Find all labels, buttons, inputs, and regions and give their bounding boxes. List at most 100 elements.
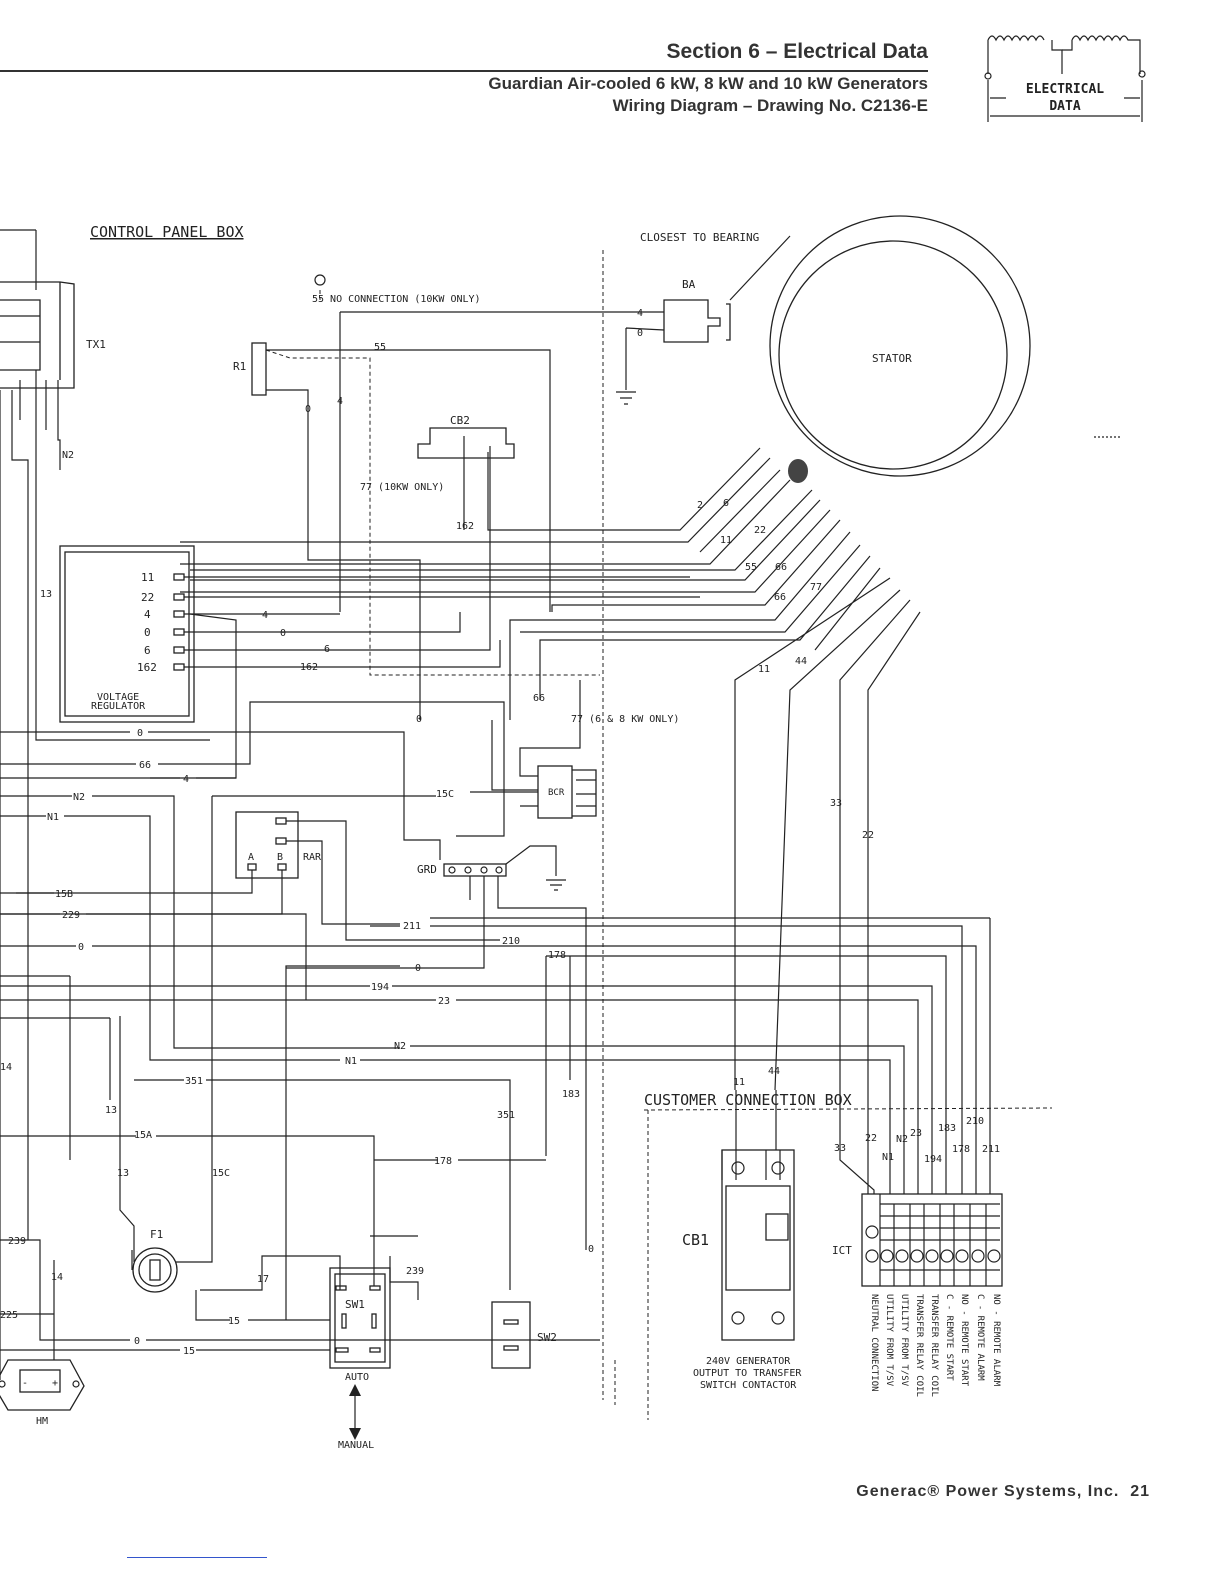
- svg-text:N1: N1: [47, 812, 59, 823]
- svg-text:23: 23: [438, 996, 450, 1007]
- svg-text:210: 210: [502, 936, 520, 947]
- svg-text:SW2: SW2: [537, 1331, 557, 1344]
- svg-text:14: 14: [0, 1062, 12, 1073]
- svg-text:2: 2: [697, 500, 703, 511]
- svg-text:15: 15: [228, 1316, 240, 1327]
- svg-text:TRANSFER RELAY COIL: TRANSFER RELAY COIL: [929, 1294, 939, 1397]
- svg-text:4: 4: [262, 610, 268, 621]
- svg-text:6: 6: [324, 644, 330, 655]
- svg-text:TRANSFER RELAY COIL: TRANSFER RELAY COIL: [914, 1294, 924, 1397]
- svg-text:15A: 15A: [134, 1130, 152, 1141]
- bottom-rule: [127, 1557, 267, 1558]
- ict-function-labels: NEUTRAL CONNECTION UTILITY FROM T/SV UTI…: [869, 1294, 1001, 1397]
- only-10kw-label: 77 (10KW ONLY): [360, 482, 444, 493]
- svg-text:44: 44: [795, 656, 807, 667]
- svg-text:17: 17: [257, 1274, 269, 1285]
- svg-text:162: 162: [300, 662, 318, 673]
- svg-text:183: 183: [938, 1123, 956, 1134]
- svg-text:+: +: [52, 1378, 58, 1389]
- svg-text:0: 0: [637, 328, 643, 339]
- svg-text:BA: BA: [682, 278, 696, 291]
- svg-text:22: 22: [141, 591, 154, 604]
- svg-text:B: B: [277, 852, 283, 863]
- logo-text-1: ELECTRICAL: [1026, 82, 1104, 97]
- svg-text:0: 0: [137, 728, 143, 739]
- stator: STATOR: [769, 215, 1031, 483]
- svg-text:ICT: ICT: [832, 1244, 852, 1257]
- rar-relay: A B RAR: [0, 796, 500, 1236]
- svg-text:11: 11: [758, 664, 770, 675]
- svg-text:0: 0: [416, 714, 422, 725]
- resistor-r1: R1: [233, 290, 600, 720]
- section-title: Section 6 – Electrical Data: [666, 40, 928, 63]
- svg-text:66: 66: [139, 760, 151, 771]
- svg-text:239: 239: [8, 1236, 26, 1247]
- logo-text-2: DATA: [1049, 99, 1080, 114]
- svg-text:22: 22: [865, 1133, 877, 1144]
- svg-text:0: 0: [305, 404, 311, 415]
- svg-text:66: 66: [775, 562, 787, 573]
- subtitle-line-1: Guardian Air-cooled 6 kW, 8 kW and 10 kW…: [488, 74, 928, 93]
- svg-text:178: 178: [952, 1144, 970, 1155]
- svg-text:0: 0: [134, 1336, 140, 1347]
- ict-terminal-strip: ICT 33 22 N1 N2 23 194 183 178 210 211: [430, 917, 1003, 1287]
- svg-text:11: 11: [141, 571, 154, 584]
- svg-text:NO - REMOTE ALARM: NO - REMOTE ALARM: [991, 1294, 1001, 1387]
- svg-text:178: 178: [434, 1156, 452, 1167]
- svg-text:23: 23: [910, 1128, 922, 1139]
- svg-text:SWITCH CONTACTOR: SWITCH CONTACTOR: [700, 1380, 797, 1391]
- page-number: 21: [1130, 1483, 1150, 1500]
- svg-text:211: 211: [403, 921, 421, 932]
- svg-text:OUTPUT TO TRANSFER: OUTPUT TO TRANSFER: [693, 1368, 802, 1379]
- svg-text:15: 15: [183, 1346, 195, 1357]
- circuit-breaker-cb1: CB1 240V GENERATOR OUTPUT TO TRANSFER SW…: [682, 1090, 802, 1391]
- svg-text:178: 178: [548, 950, 566, 961]
- svg-text:VOLTAGE: VOLTAGE: [97, 692, 139, 703]
- svg-text:C - REMOTE START: C - REMOTE START: [944, 1294, 954, 1381]
- switch-sw1[interactable]: SW1 AUTO MANUAL: [329, 1240, 419, 1451]
- wire-13-label: 13: [40, 589, 52, 600]
- svg-text:194: 194: [371, 982, 389, 993]
- svg-text:351: 351: [497, 1110, 515, 1121]
- svg-text:RAR: RAR: [303, 852, 322, 863]
- svg-text:N2: N2: [73, 792, 85, 803]
- wire-n2-label: N2: [62, 450, 74, 461]
- footer-company: Generac® Power Systems, Inc.: [856, 1483, 1120, 1500]
- svg-text:211: 211: [982, 1144, 1000, 1155]
- svg-text:13: 13: [117, 1168, 129, 1179]
- svg-text:14: 14: [51, 1272, 63, 1283]
- svg-text:SW1: SW1: [345, 1298, 365, 1311]
- svg-text:N2: N2: [394, 1041, 406, 1052]
- svg-text:351: 351: [185, 1076, 203, 1087]
- header-rule: [0, 70, 928, 72]
- svg-text:CB2: CB2: [450, 414, 470, 427]
- svg-text:AUTO: AUTO: [345, 1372, 369, 1383]
- svg-text:77: 77: [810, 582, 822, 593]
- closest-to-bearing-label: CLOSEST TO BEARING: [640, 231, 759, 244]
- svg-text:0: 0: [280, 628, 286, 639]
- svg-text:194: 194: [924, 1154, 942, 1165]
- svg-text:0: 0: [415, 963, 421, 974]
- svg-text:C - REMOTE ALARM: C - REMOTE ALARM: [975, 1294, 985, 1381]
- svg-text:UTILITY FROM T/SV: UTILITY FROM T/SV: [884, 1294, 894, 1387]
- no-connection-label: 55 NO CONNECTION (10KW ONLY): [312, 294, 481, 305]
- svg-text:162: 162: [137, 661, 157, 674]
- svg-text:240V GENERATOR: 240V GENERATOR: [706, 1356, 791, 1367]
- svg-text:66: 66: [533, 693, 545, 704]
- svg-text:NO - REMOTE START: NO - REMOTE START: [959, 1294, 969, 1387]
- svg-text:6: 6: [723, 498, 729, 509]
- wire-55-label: 55: [374, 342, 386, 353]
- svg-text:0: 0: [144, 626, 151, 639]
- control-panel-box-label: CONTROL PANEL BOX: [90, 223, 244, 241]
- svg-text:11: 11: [720, 535, 732, 546]
- svg-text:F1: F1: [150, 1228, 163, 1241]
- transformer-tx1: TX1: [0, 281, 106, 389]
- svg-text:UTILITY FROM T/SV: UTILITY FROM T/SV: [899, 1294, 909, 1387]
- svg-text:210: 210: [966, 1116, 984, 1127]
- switch-sw2[interactable]: SW2: [491, 1301, 557, 1369]
- subtitle-line-2: Wiring Diagram – Drawing No. C2136-E: [612, 96, 928, 115]
- fuse-f1: F1: [119, 1150, 213, 1293]
- electrical-data-logo: ELECTRICAL DATA: [984, 35, 1146, 122]
- svg-text:BCR: BCR: [548, 788, 565, 798]
